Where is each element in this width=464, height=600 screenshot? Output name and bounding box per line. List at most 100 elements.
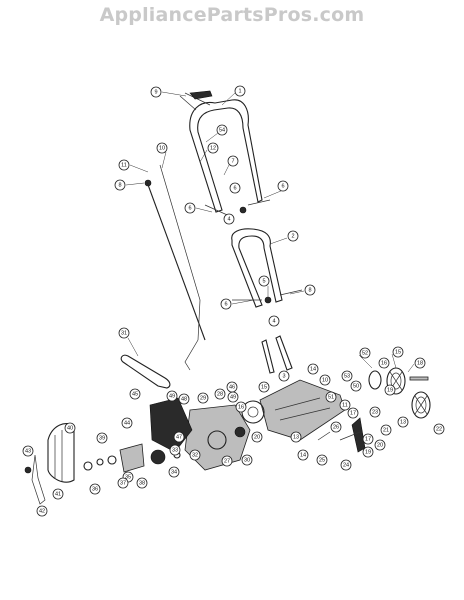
callout-6: 6 (220, 298, 232, 310)
callout-number: 45 (132, 391, 138, 397)
callout-number: 25 (319, 457, 325, 463)
callout-19: 19 (362, 446, 374, 458)
callout-circle (268, 315, 280, 327)
callout-2: 2 (287, 230, 299, 242)
callout-11: 11 (118, 159, 130, 171)
callout-7: 7 (227, 155, 239, 167)
callout-circle (220, 298, 232, 310)
callout-38: 38 (136, 477, 148, 489)
callout-18: 18 (414, 357, 426, 369)
callout-number: 35 (125, 474, 131, 480)
callout-number: 38 (139, 480, 145, 486)
callout-circle (207, 142, 219, 154)
callout-circle (340, 459, 352, 471)
callout-31: 31 (118, 327, 130, 339)
callout-number: 15 (261, 384, 267, 390)
callout-number: 17 (365, 436, 371, 442)
callout-circle (189, 449, 201, 461)
callout-circle (64, 422, 76, 434)
callout-number: 39 (99, 435, 105, 441)
callout-43: 43 (22, 445, 34, 457)
callout-number: 14 (310, 366, 316, 372)
rear-wheel-upper (386, 367, 406, 395)
callout-circle (347, 407, 359, 419)
callout-circle (287, 230, 299, 242)
callout-number: 34 (171, 469, 177, 475)
callout-number: 29 (200, 395, 206, 401)
callout-number: 9 (154, 89, 157, 95)
callout-number: 1 (238, 88, 241, 94)
lower-handle (231, 228, 283, 308)
handle-brackets (144, 179, 303, 374)
callout-number: 19 (365, 449, 371, 455)
callout-circle (114, 179, 126, 191)
blade-spindle-parts (83, 443, 181, 473)
callout-circle (350, 380, 362, 392)
callout-number: 10 (322, 377, 328, 383)
callout-46: 46 (226, 381, 238, 393)
callout-49: 49 (166, 390, 178, 402)
callout-25: 25 (316, 454, 328, 466)
callout-33: 33 (169, 444, 181, 456)
callout-number: 15 (395, 349, 401, 355)
callout-37: 37 (117, 477, 129, 489)
callout-45: 45 (129, 388, 141, 400)
callout-54: 54 (216, 124, 228, 136)
drive-belt (120, 354, 171, 389)
height-adjust-lever (317, 417, 366, 453)
callout-number: 8 (308, 287, 311, 293)
callout-number: 30 (244, 457, 250, 463)
callout-5: 5 (258, 275, 270, 287)
callout-10: 10 (319, 374, 331, 386)
callout-circle (316, 454, 328, 466)
callout-22: 22 (433, 423, 445, 435)
rear-wheel-lower (411, 391, 431, 419)
callout-28: 28 (214, 388, 226, 400)
callout-number: 46 (229, 384, 235, 390)
callout-number: 54 (219, 127, 225, 133)
callout-17: 17 (362, 433, 374, 445)
control-cables (146, 164, 206, 371)
callout-number: 4 (227, 216, 230, 222)
callout-circle (223, 213, 235, 225)
callout-circle (380, 424, 392, 436)
callout-number: 6 (224, 301, 227, 307)
callout-40: 40 (64, 422, 76, 434)
callout-circle (369, 406, 381, 418)
callout-circle (362, 446, 374, 458)
callout-circle (156, 142, 168, 154)
callout-number: 13 (400, 419, 406, 425)
callout-circle (258, 381, 270, 393)
callout-circle (118, 327, 130, 339)
belt-cover (184, 404, 251, 471)
callout-20: 20 (374, 439, 386, 451)
callout-circle (384, 384, 396, 396)
callout-number: 11 (121, 162, 127, 168)
callout-number: 20 (377, 442, 383, 448)
callout-circle (362, 433, 374, 445)
callout-number: 6 (188, 205, 191, 211)
callout-number: 12 (210, 145, 216, 151)
callout-number: 23 (372, 409, 378, 415)
callout-number: 21 (383, 427, 389, 433)
callout-circle (216, 124, 228, 136)
callout-circle (251, 431, 263, 443)
callout-number: 49 (230, 394, 236, 400)
callout-20: 20 (251, 431, 263, 443)
callout-number: 28 (217, 391, 223, 397)
callout-number: 32 (192, 452, 198, 458)
callout-number: 40 (67, 425, 73, 431)
callout-circle (229, 182, 241, 194)
edger-deck (259, 379, 346, 441)
callout-number: 19 (387, 387, 393, 393)
callout-12: 12 (207, 142, 219, 154)
callout-34: 34 (168, 466, 180, 478)
callout-circle (173, 431, 185, 443)
callout-number: 51 (328, 394, 334, 400)
callout-circle (166, 390, 178, 402)
callout-number: 49 (169, 393, 175, 399)
callout-number: 48 (181, 396, 187, 402)
callout-circle (433, 423, 445, 435)
callout-number: 17 (350, 410, 356, 416)
callout-circle (339, 399, 351, 411)
